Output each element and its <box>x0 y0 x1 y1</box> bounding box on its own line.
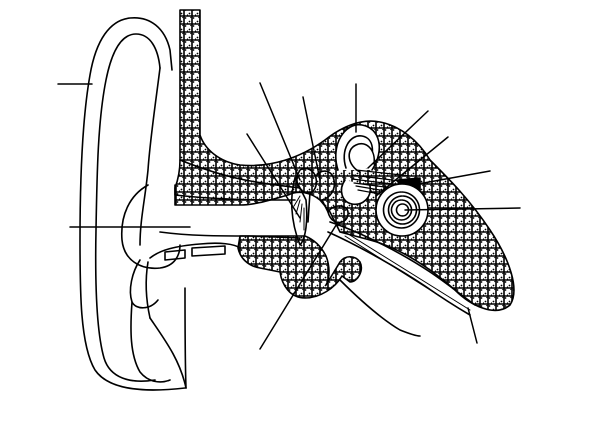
leader-eardrum[interactable] <box>246 133 301 219</box>
eustachian-tube <box>327 221 476 337</box>
stapes <box>327 205 349 224</box>
cartilage-1 <box>164 249 186 261</box>
helix-outer <box>79 17 186 391</box>
tube-inner-2 <box>344 235 469 315</box>
lateral-canal <box>340 179 372 206</box>
tube-wall <box>339 279 421 337</box>
canal-lower-wall <box>159 231 301 239</box>
ossicles <box>296 167 349 224</box>
cochlea <box>375 183 429 237</box>
canal-upper-wall <box>179 159 301 189</box>
tube-inner-1 <box>344 231 471 311</box>
leader-eustachian-tube[interactable] <box>467 307 478 344</box>
leader-vestibule[interactable] <box>367 110 429 169</box>
temporal-bone-lower <box>237 235 363 299</box>
semicircular-canals <box>335 124 380 206</box>
tube-upper <box>329 221 476 306</box>
leader-lines[interactable] <box>57 82 521 350</box>
canal-lower-wall-2 <box>149 242 241 259</box>
leader-vestibular-nerve[interactable] <box>375 136 449 197</box>
tympanic-membrane <box>290 177 308 246</box>
malleus <box>296 167 318 223</box>
pinna <box>79 17 186 391</box>
leader-cochlear-nerve[interactable] <box>417 170 491 185</box>
leader-cochlea[interactable] <box>404 207 521 211</box>
skin-line-2 <box>149 317 187 389</box>
canal-floor <box>145 261 151 319</box>
leader-malleus[interactable] <box>259 82 301 181</box>
earlobe <box>130 301 171 383</box>
cartilage-2 <box>191 245 226 257</box>
canal-upper-wall-2 <box>174 184 296 201</box>
leader-stapes[interactable] <box>259 221 339 350</box>
antihelix <box>139 67 161 246</box>
helix-inner <box>94 33 161 382</box>
nerve-fibers <box>351 169 413 201</box>
skin-line <box>184 287 187 389</box>
ear-canal <box>145 159 301 389</box>
eardrum <box>290 177 308 246</box>
concha <box>120 184 181 269</box>
cochlea-spiral <box>382 191 421 229</box>
incus <box>315 170 336 213</box>
leader-incus[interactable] <box>302 96 321 181</box>
tympanic-rays <box>293 195 305 231</box>
posterior-canal <box>348 143 376 173</box>
